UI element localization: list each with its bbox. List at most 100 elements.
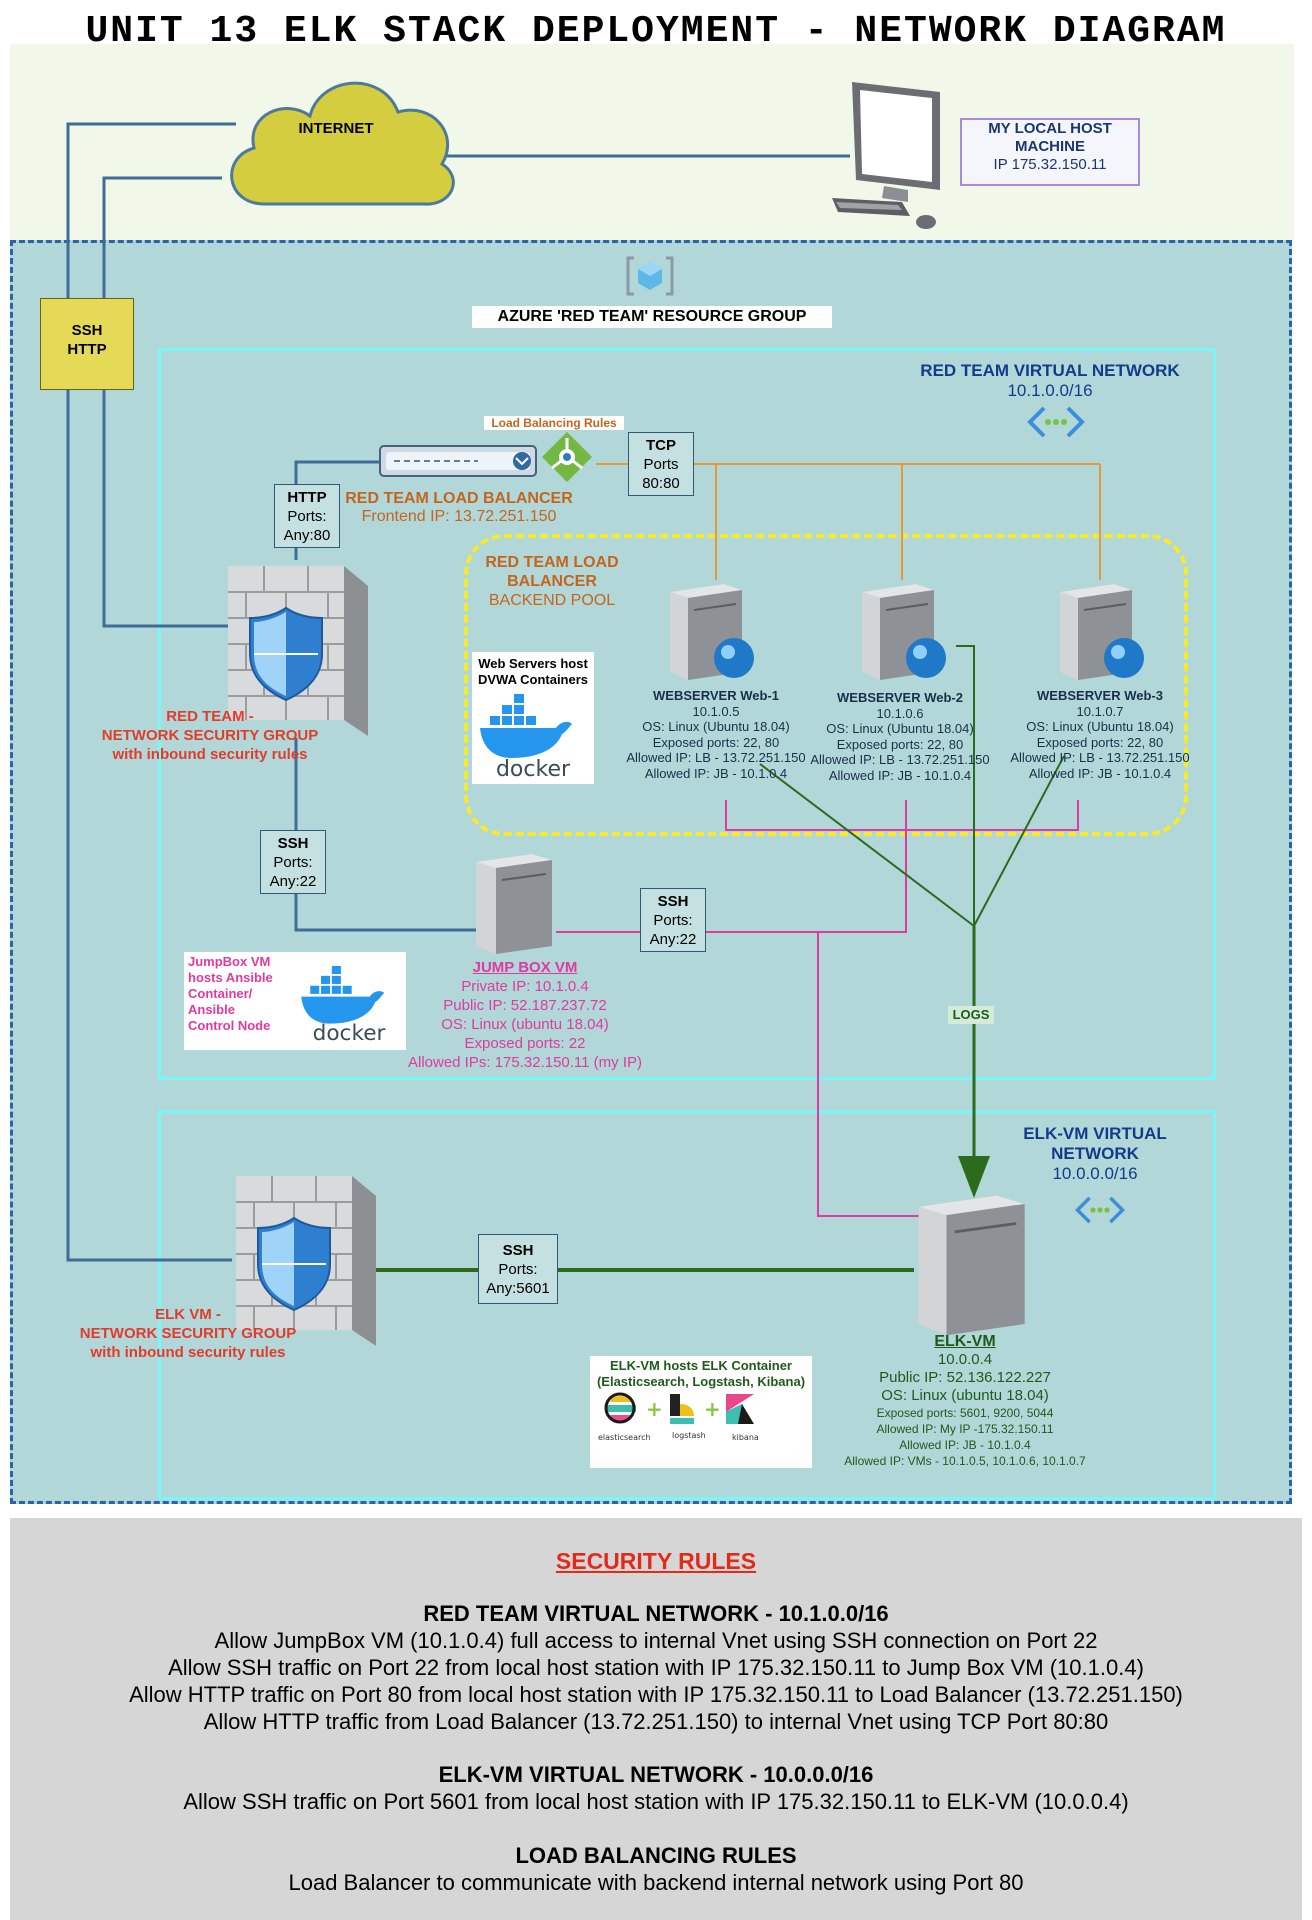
elk-rule-1: Allow SSH traffic on Port 5601 from loca… [183,1789,1129,1814]
tcp-line-2: Ports [643,456,679,473]
lb-name: RED TEAM LOAD BALANCER [345,490,573,507]
nsg-to-jumpbox-line [294,738,476,932]
jumpbox-name: JUMP BOX VM [472,959,578,976]
logstash-logo-text: logstash [672,1431,706,1440]
jumpbox-note-text: JumpBox VM hosts Ansible Container/ Ansi… [188,954,273,1034]
ssh-internal-ports-box: SSH Ports: Any:22 [640,888,706,952]
elk-note: ELK-VM hosts ELK Container (Elasticsearc… [590,1356,812,1468]
elk-nsg-title-3: with inbound security rules [90,1344,286,1361]
elk-vm-allowed-vms: Allowed IP: VMs - 10.1.0.5, 10.1.0.6, 10… [844,1454,1086,1468]
elk-rules-header: ELK-VM VIRTUAL NETWORK - 10.0.0.0/16 [438,1762,874,1787]
http-line-1: HTTP [287,489,327,506]
elk-nsg-firewall-icon [236,1176,376,1346]
kibana-logo [726,1394,754,1424]
http-line-3: Any:80 [283,527,331,544]
lb-rule-1: Load Balancer to communicate with backen… [288,1870,1024,1895]
ssh-5601-line-1: SSH [502,1242,534,1259]
elk-vm-public-ip: Public IP: 52.136.122.227 [879,1369,1051,1386]
internet-to-elk-nsg-line [66,122,236,1262]
web2-name: WEBSERVER Web-2 [837,690,963,705]
backend-pool-title-3: BACKEND POOL [488,592,616,609]
web3-ports: Exposed ports: 22, 80 [1036,734,1164,750]
ssh-jumpbox-to-web-line [556,800,907,933]
elk-vnet-title-2: NETWORK [1051,1144,1139,1163]
svg-text:+: + [646,1397,663,1421]
docker-logo: docker [301,965,386,1046]
web3-ip: 10.1.0.7 [1076,703,1124,719]
ssh-jb-line-2: Ports: [273,854,313,871]
elk-note-line-1: ELK-VM hosts ELK Container [609,1358,792,1373]
elk-vm-name: ELK-VM [934,1333,996,1350]
svg-text:docker: docker [496,757,571,780]
http-ports-box: HTTP Ports: Any:80 [274,484,340,548]
resource-group-label: AZURE 'RED TEAM' RESOURCE GROUP [472,306,832,328]
web1-server-icon [670,584,754,680]
ssh-http-line-2: HTTP [67,341,107,358]
dvwa-note-line-2: DVWA Containers [477,672,589,687]
red-vnet-cidr: 10.1.0.0/16 [1007,381,1093,400]
web3-os: OS: Linux (Ubuntu 18.04) [1026,719,1174,734]
jumpbox-note: JumpBox VM hosts Ansible Container/ Ansi… [184,952,406,1050]
web1-allowed-jb: Allowed IP: JB - 10.1.0.4 [644,765,788,781]
web2-allowed-lb: Allowed IP: LB - 13.72.251.150 [810,752,990,767]
elk-vm-os: OS: Linux (ubuntu 18.04) [881,1387,1049,1404]
tcp-line-1: TCP [646,437,676,454]
ssh-5601-line-2: Ports: [498,1261,538,1278]
red-nsg-firewall-icon [228,566,368,736]
ssh-jb-line-3: Any:22 [269,873,317,890]
red-nsg-title-1: RED TEAM - [166,708,254,725]
elk-vm-server-icon [918,1195,1025,1336]
logs-label: LOGS [948,1006,994,1024]
security-rules-panel: SECURITY RULES RED TEAM VIRTUAL NETWORK … [10,1518,1302,1920]
web1-ip: 10.1.0.5 [692,703,740,719]
local-host-title-1: MY LOCAL HOST [988,120,1112,137]
logs-arrowhead [958,1156,990,1198]
local-host-ip: IP 175.32.150.11 [993,156,1107,173]
backend-pool-area [464,534,1188,836]
ssh-http-line-1: SSH [71,322,103,339]
red-vnet-title: RED TEAM VIRTUAL NETWORK [920,361,1180,380]
ssh-internal-line-2: Ports: [653,912,693,929]
elasticsearch-logo-text: elasticsearch [598,1433,651,1442]
http-line-2: Ports: [287,508,327,525]
internet-to-red-nsg-line [102,176,232,628]
jumpbox-info: JUMP BOX VM Private IP: 10.1.0.4 Public … [380,958,670,1072]
lb-rules-icon [542,432,592,482]
web1-allowed-lb: Allowed IP: LB - 13.72.251.150 [626,750,806,765]
jumpbox-os: OS: Linux (ubuntu 18.04) [441,1016,609,1033]
web2-info: WEBSERVER Web-2 10.1.0.6 OS: Linux (Ubun… [796,690,1004,783]
web3-server-icon [1060,584,1144,680]
jumpbox-note-line-3: Container/ [188,986,253,1001]
lb-rules-label: Load Balancing Rules [484,416,624,430]
svg-text:+: + [704,1397,721,1421]
elk-vnet-title-1: ELK-VM VIRTUAL [1023,1124,1167,1143]
elasticsearch-logo [604,1392,636,1424]
dvwa-note: Web Servers host DVWA Containers docker [472,652,594,784]
web1-os: OS: Linux (Ubuntu 18.04) [642,719,790,734]
docker-logo: docker [480,694,572,782]
elk-vm-info: ELK-VM 10.0.0.4 Public IP: 52.136.122.22… [820,1332,1110,1469]
internet-label: INTERNET [298,120,374,137]
logs-web1-line [759,763,975,927]
backend-pool-title-2: BALANCER [507,573,597,590]
elk-note-line-2: (Elasticsearch, Logstash, Kibana) [596,1374,806,1389]
web2-server-icon [862,584,946,680]
web1-info: WEBSERVER Web-1 10.1.0.5 OS: Linux (Ubun… [606,688,826,781]
web1-ports: Exposed ports: 22, 80 [652,734,780,750]
ssh-jumpbox-ports-box: SSH Ports: Any:22 [260,830,326,894]
red-team-vnet-area [158,348,1216,1080]
web2-allowed-jb: Allowed IP: JB - 10.1.0.4 [828,767,972,783]
web1-name: WEBSERVER Web-1 [653,688,779,703]
lb-rules-header: LOAD BALANCING RULES [515,1843,797,1868]
dvwa-note-line-1: Web Servers host [478,656,588,671]
elk-vm-ports: Exposed ports: 5601, 9200, 5044 [876,1406,1054,1420]
security-rules-title: SECURITY RULES [555,1548,757,1574]
web3-allowed-jb: Allowed IP: JB - 10.1.0.4 [1028,765,1172,781]
ssh-jumpbox-to-elk-line [817,932,926,1217]
backend-pool-title-1: RED TEAM LOAD [485,554,619,571]
desktop-computer-icon [832,82,940,229]
local-host-box: MY LOCAL HOST MACHINE IP 175.32.150.11 [960,118,1140,186]
elk-logos: elasticsearch + logstash + kibana [598,1392,759,1442]
jumpbox-ports: Exposed ports: 22 [464,1035,586,1052]
jumpbox-note-line-5: Control Node [188,1018,271,1033]
